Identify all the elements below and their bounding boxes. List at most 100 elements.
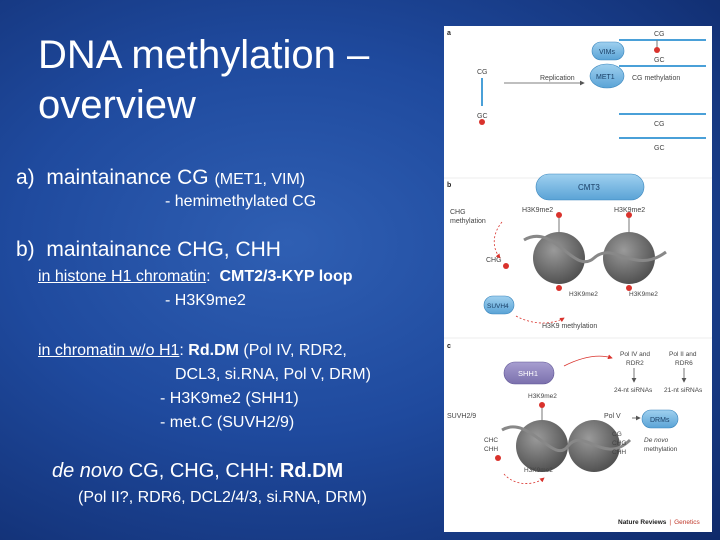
panel-c-label: c xyxy=(447,343,451,350)
item-c-bold: Rd.DM xyxy=(188,342,239,359)
methyl-group xyxy=(503,263,509,269)
title-line-2: overview xyxy=(38,83,196,127)
dna-wrap xyxy=(523,234,667,264)
panel-b: CMT3 H3K9me2 H3K9me2 CHG methylation CHG… xyxy=(450,173,667,330)
item-a: a) maintainance CG (MET1, VIM) xyxy=(16,166,305,190)
shh1-protein xyxy=(503,361,555,385)
label-cmt3: CMT3 xyxy=(578,183,600,192)
label-24nt: 24-nt siRNAs xyxy=(614,387,653,394)
methyl-group xyxy=(556,285,562,291)
label-suvh29: SUVH2/9 xyxy=(447,413,476,420)
item-d-text: CG, CHG, CHH: xyxy=(128,460,275,482)
arrow xyxy=(493,221,503,259)
label-h3k9me2-d: H3K9me2 xyxy=(629,291,658,298)
label-chg: CHG xyxy=(450,209,466,216)
item-a-label: a) xyxy=(16,166,35,189)
label-gc-top: GC xyxy=(654,57,665,64)
label-polv: Pol V xyxy=(604,413,621,420)
item-c-underlined: in chromatin w/o H1 xyxy=(38,342,180,359)
arrow xyxy=(503,473,545,484)
label-drms: DRMs xyxy=(650,417,670,424)
slide-title: DNA methylation – overview xyxy=(38,30,438,130)
label-pol2: Pol II and xyxy=(669,351,697,358)
vims-enzyme xyxy=(591,41,625,61)
label-cg-mid: CG xyxy=(477,69,488,76)
item-d-sub: (Pol II?, RDR6, DCL2/4/3, si.RNA, DRM) xyxy=(78,489,367,506)
methyl-group xyxy=(556,212,562,218)
label-methylation: methylation xyxy=(450,218,486,225)
label-replication: Replication xyxy=(540,75,575,82)
label-chg-c: CHG xyxy=(612,440,626,447)
panel-a-label: a xyxy=(447,30,451,37)
cmt3-enzyme xyxy=(535,173,645,201)
label-pol4: Pol IV and xyxy=(620,351,650,358)
label-21nt: 21-nt siRNAs xyxy=(664,387,703,394)
title-line-1: DNA methylation – xyxy=(38,33,370,77)
suvh-protein xyxy=(461,422,480,446)
item-c-line-4: - met.C (SUVH2/9) xyxy=(160,414,295,431)
item-b-text: maintainance CHG, CHH xyxy=(46,238,281,261)
item-c-line-2: DCL3, si.RNA, Pol V, DRM) xyxy=(175,366,371,383)
item-a-sub: - hemimethylated CG xyxy=(165,193,317,210)
credit-journal: Genetics xyxy=(674,519,700,526)
label-h3k9me2-c: H3K9me2 xyxy=(569,291,598,298)
label-chc: CHC xyxy=(484,437,498,444)
label-h3k9me2-left: H3K9me2 xyxy=(522,207,553,214)
label-chh: CHH xyxy=(484,446,498,453)
item-b-h1: in histone H1 chromatin: CMT2/3-KYP loop xyxy=(38,268,352,286)
figure-credit: Nature Reviews|Genetics xyxy=(618,519,701,526)
dna-wrap xyxy=(501,425,632,453)
label-cg-methylation: CG methylation xyxy=(632,75,680,82)
item-d-italic: de novo xyxy=(52,460,124,482)
label-shh1: SHH1 xyxy=(518,369,538,378)
item-c-line-1: in chromatin w/o H1: Rd.DM (Pol IV, RDR2… xyxy=(38,342,347,360)
item-b-h1-bold: CMT2/3-KYP loop xyxy=(219,268,353,285)
figure-diagram: a CG GC CG GC VIMs MET1 Replication CG m… xyxy=(444,30,712,526)
label-rdr2: RDR2 xyxy=(626,360,644,367)
arrow xyxy=(563,354,613,367)
methylation-figure: a CG GC CG GC VIMs MET1 Replication CG m… xyxy=(444,26,712,532)
item-d-bold: Rd.DM xyxy=(279,460,344,482)
item-b-h1-sub: - H3K9me2 xyxy=(165,292,246,309)
item-b: b) maintainance CHG, CHH xyxy=(16,238,281,262)
label-cg-top: CG xyxy=(654,31,665,38)
item-a-enzymes: (MET1, VIM) xyxy=(214,171,306,188)
methyl-group xyxy=(654,47,660,53)
label-h3k9-methylation: H3K9 methylation xyxy=(542,323,597,330)
item-a-text: maintainance CG xyxy=(46,166,209,189)
item-c-rest: (Pol IV, RDR2, xyxy=(243,342,347,359)
item-b-label: b) xyxy=(16,238,35,261)
methyl-group xyxy=(479,119,485,125)
label-de-novo: De novo xyxy=(644,437,669,444)
arrow xyxy=(515,315,565,324)
drms-enzyme xyxy=(641,409,679,429)
label-h3k9me2-right: H3K9me2 xyxy=(614,207,645,214)
item-c-line-3: - H3K9me2 (SHH1) xyxy=(160,390,299,407)
label-cg-bottom: CG xyxy=(654,121,665,128)
credit-publisher: Nature Reviews xyxy=(618,519,667,526)
item-b-h1-colon: : xyxy=(206,268,211,285)
methyl-group xyxy=(626,285,632,291)
methyl-group xyxy=(495,455,501,461)
panel-a: CG GC CG GC VIMs MET1 Replication CG met… xyxy=(477,31,706,152)
panel-c: SHH1 H3K9me2 Pol IV and RDR2 Pol II and … xyxy=(447,351,703,484)
credit-separator: | xyxy=(669,519,671,526)
nucleosome xyxy=(533,232,585,284)
item-d: de novo CG, CHG, CHH: Rd.DM xyxy=(52,460,343,483)
label-gc-bottom: GC xyxy=(654,145,665,152)
met1-enzyme xyxy=(589,63,625,89)
item-c-colon: : xyxy=(179,342,184,359)
methyl-group xyxy=(626,212,632,218)
label-suvh4: SUVH4 xyxy=(487,303,509,310)
suvh4-enzyme xyxy=(483,295,515,315)
label-h3k9me2-bottom: H3K9me2 xyxy=(524,467,553,474)
label-cg: CG xyxy=(612,431,622,438)
label-met1: MET1 xyxy=(596,74,615,81)
label-chh-c: CHH xyxy=(612,449,626,456)
label-chg-2: CHG xyxy=(486,257,502,264)
label-vims: VIMs xyxy=(599,49,615,56)
panel-b-label: b xyxy=(447,182,451,189)
label-gc-mid: GC xyxy=(477,113,488,120)
label-rdr6: RDR6 xyxy=(675,360,693,367)
